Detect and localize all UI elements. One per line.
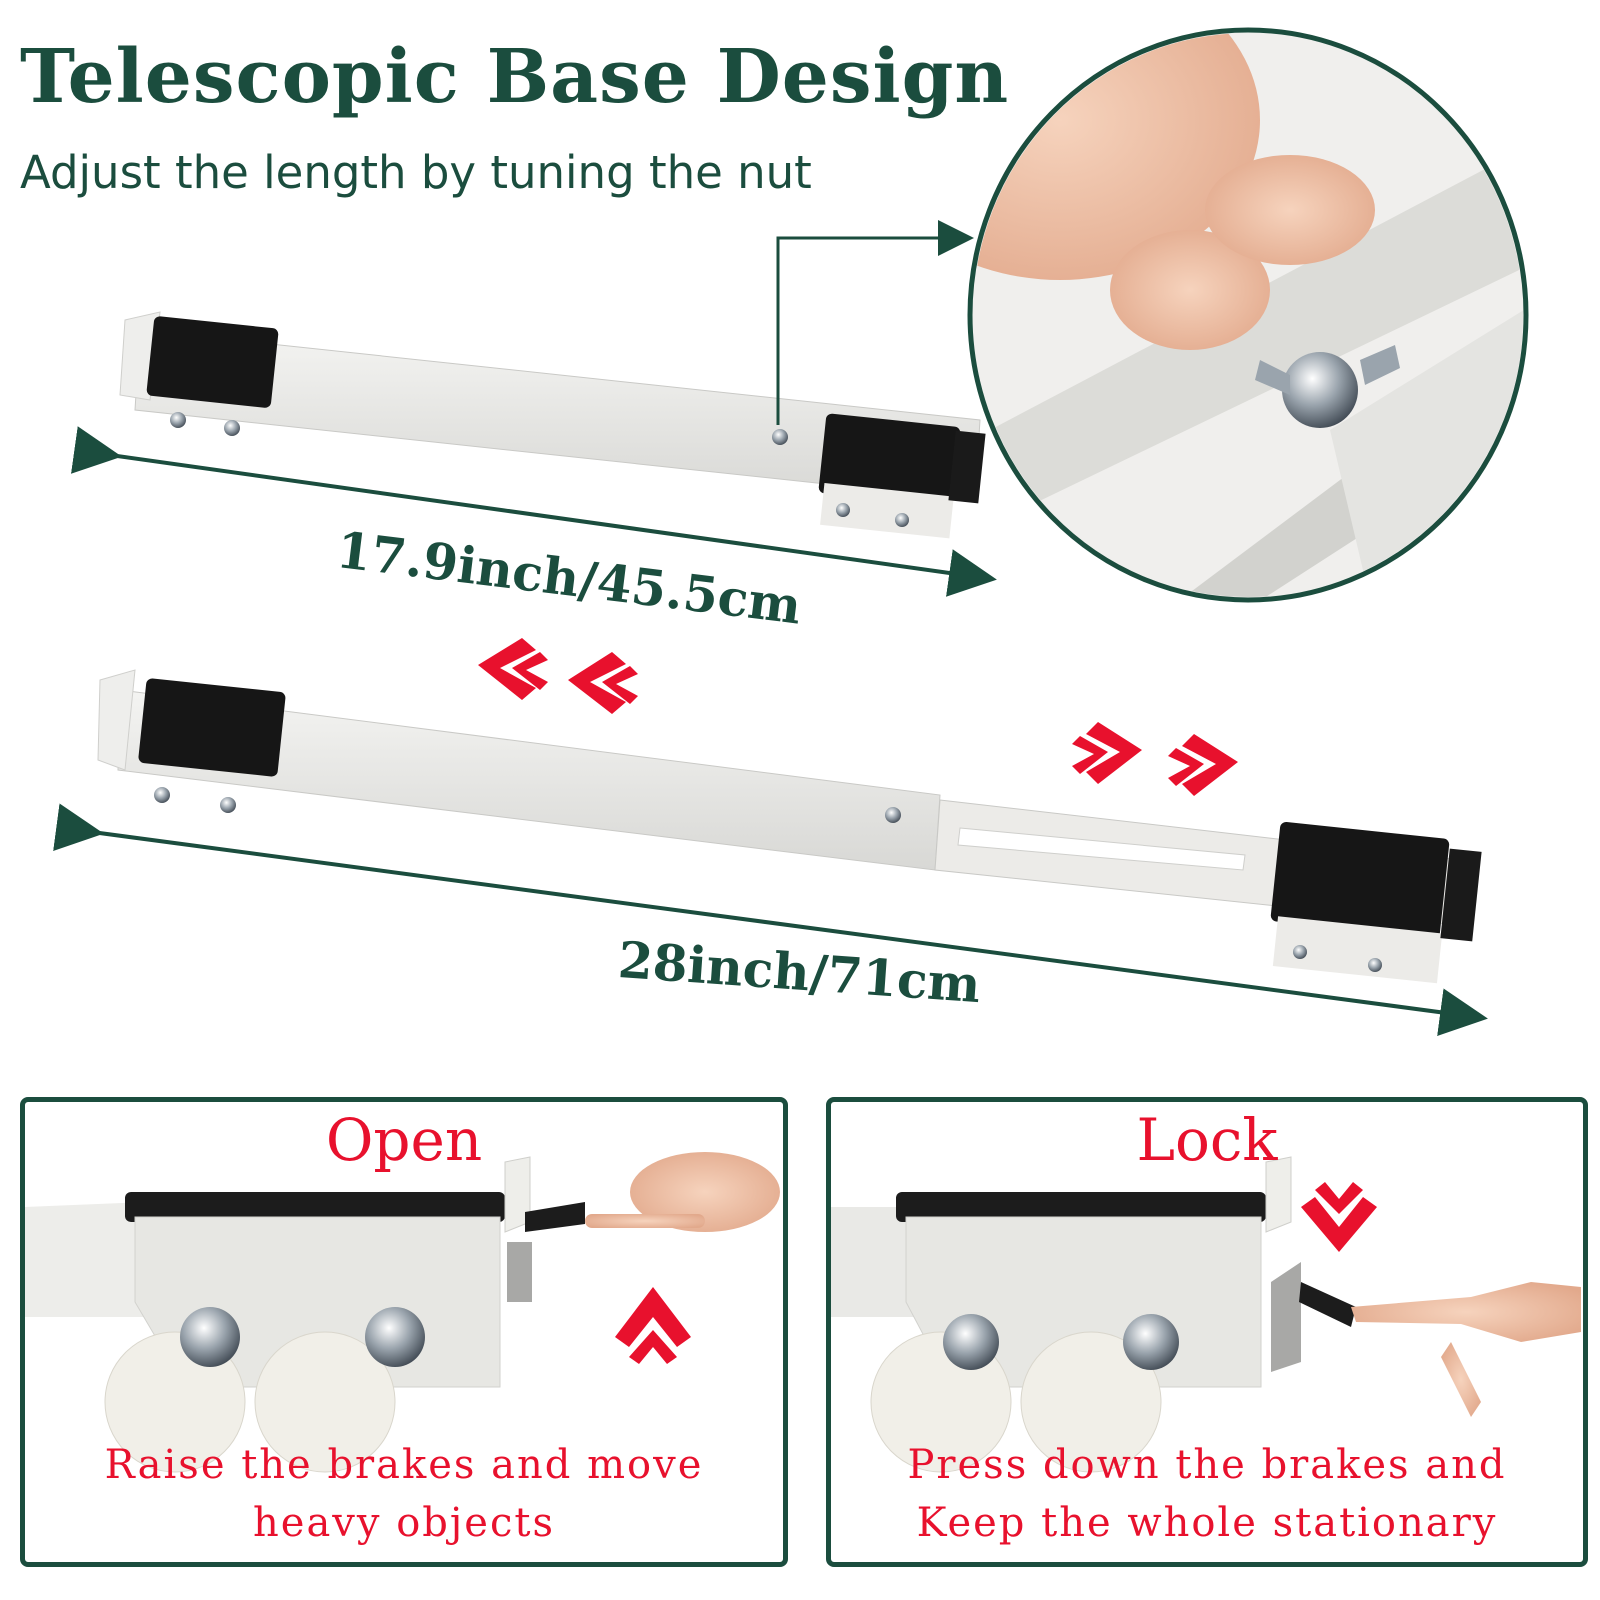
open-title: Open [325,1106,483,1174]
retracted-base-bar [119,311,986,539]
screw-icon [220,797,236,813]
screw-icon [895,513,909,527]
nut-closeup [967,27,1529,603]
lock-title: Lock [1136,1106,1278,1174]
lock-brake-panel: Lock Press down the brakes and Keep the … [826,1097,1588,1567]
screw-icon [1123,1314,1179,1370]
dimension-arrow-long [53,803,1488,1037]
adjustment-nut-icon [772,429,788,445]
dimension-arrow-short [71,426,997,597]
rubber-pad [125,1192,505,1222]
screw-icon [180,1307,240,1367]
double-chevron-up-icon [615,1287,691,1364]
wing-nut-icon [1282,352,1358,428]
double-chevron-down-icon [1301,1182,1377,1252]
extended-base-bar [97,669,1482,984]
hand-icon [630,1152,780,1232]
screw-icon [836,503,850,517]
lock-brake-illustration [831,1156,1581,1473]
double-chevron-right-icon [1072,722,1238,796]
page-title: Telescopic Base Design [20,34,1010,120]
open-brake-illustration [25,1152,780,1473]
screw-icon [224,420,240,436]
open-caption: Raise the brakes and move heavy objects [104,1442,704,1546]
screw-icon [170,412,186,428]
page-subtitle: Adjust the length by tuning the nut [20,146,812,199]
screw-icon [154,787,170,803]
callout-line [776,220,974,425]
rubber-pad [896,1192,1266,1222]
screw-icon [1368,958,1382,972]
rubber-pad [138,678,286,777]
open-brake-panel: Open Raise the brakes and move heavy obj… [20,1097,788,1567]
brake-pedal [525,1202,585,1232]
double-chevron-left-icon [478,638,638,714]
rubber-pad [146,316,279,408]
adjustment-nut-icon [885,807,901,823]
hand-icon [1351,1282,1581,1342]
screw-icon [365,1307,425,1367]
brake-pedal [1299,1282,1356,1327]
lock-caption: Press down the brakes and Keep the whole… [907,1442,1507,1546]
screw-icon [1293,945,1307,959]
screw-icon [943,1314,999,1370]
